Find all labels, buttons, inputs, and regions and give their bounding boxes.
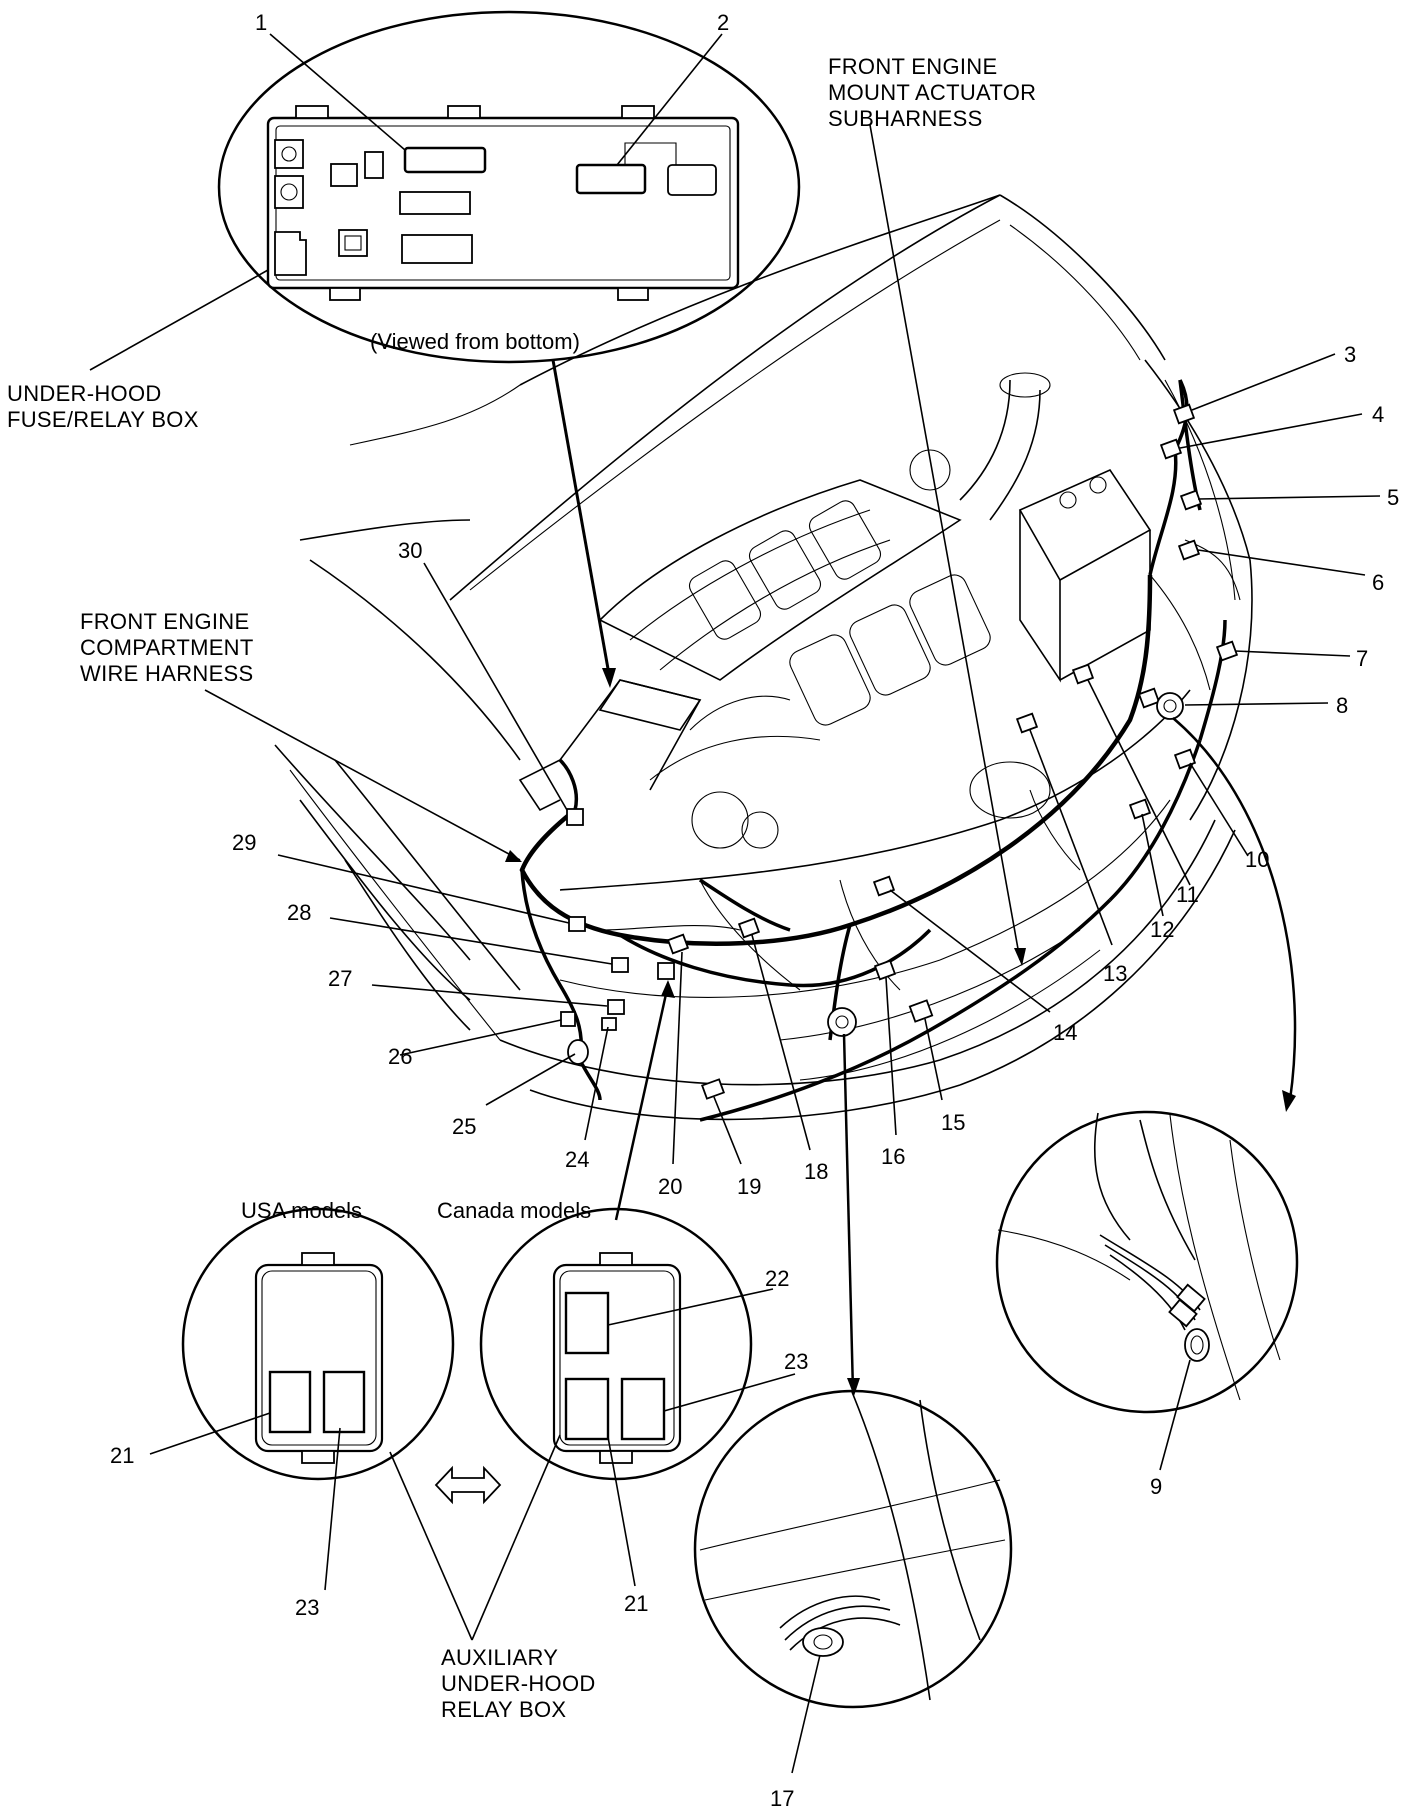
double-arrow-icon — [434, 1465, 502, 1505]
aux-relay-label-line2: UNDER-HOOD — [441, 1671, 596, 1696]
connector-6 — [1177, 539, 1201, 561]
connector-14 — [872, 875, 896, 897]
grommet-17-detail — [802, 1627, 844, 1657]
connector-26 — [560, 1011, 576, 1027]
callout-30: 30 — [398, 538, 422, 563]
connector-25 — [567, 1039, 589, 1065]
callout-11: 11 — [1176, 882, 1199, 907]
mount-subharness-label-line1: FRONT ENGINE — [828, 54, 997, 79]
callout-23-usa: 23 — [295, 1595, 319, 1620]
callout-21-usa: 21 — [110, 1443, 134, 1468]
grommet-9 — [1184, 1328, 1210, 1362]
grommet-17 — [827, 1007, 857, 1037]
compartment-harness-label-line1: FRONT ENGINE — [80, 609, 249, 634]
callout-27: 27 — [328, 966, 352, 991]
aux-relay-label-line1: AUXILIARY — [441, 1645, 558, 1670]
connector-11 — [1071, 663, 1095, 685]
harness-connectors — [560, 403, 1239, 1100]
connector-19 — [700, 1078, 726, 1100]
callout-13: 13 — [1103, 961, 1127, 986]
callout-21-canada: 21 — [624, 1591, 648, 1616]
callout-19: 19 — [737, 1174, 761, 1199]
callout-8: 8 — [1336, 693, 1348, 718]
connector-5 — [1179, 489, 1203, 511]
connector-3 — [1172, 403, 1196, 425]
connector-1 — [403, 146, 487, 174]
compartment-harness-label-line3: WIRE HARNESS — [80, 661, 254, 686]
usa-models-label: USA models — [241, 1198, 362, 1223]
connector-29 — [568, 916, 586, 932]
callout-15: 15 — [941, 1110, 965, 1135]
callout-2: 2 — [717, 10, 729, 35]
canada-models-label: Canada models — [437, 1198, 591, 1223]
callout-26: 26 — [388, 1044, 412, 1069]
leader-lines — [89, 33, 1381, 1396]
aux-relay-leaders — [389, 1434, 561, 1641]
callout-1: 1 — [255, 10, 267, 35]
callout-9: 9 — [1150, 1474, 1162, 1499]
callout-24: 24 — [565, 1147, 589, 1172]
connector-7 — [1215, 640, 1239, 662]
connector-8 — [1137, 687, 1161, 709]
callout-28: 28 — [287, 900, 311, 925]
callout-5: 5 — [1387, 485, 1399, 510]
connector-12 — [1128, 798, 1152, 820]
callout-16: 16 — [881, 1144, 905, 1169]
grommet-8 — [1156, 692, 1184, 720]
aux-relay-label-line3: RELAY BOX — [441, 1697, 566, 1722]
connector-2 — [575, 163, 647, 195]
connector-27 — [607, 999, 625, 1015]
callout-23-canada: 23 — [784, 1349, 808, 1374]
usa-relay-box-detail — [149, 1207, 455, 1591]
connector-4 — [1159, 438, 1183, 460]
canada-relay-box-detail — [479, 1207, 796, 1587]
mount-subharness-label-line3: SUBHARNESS — [828, 106, 983, 131]
connector-24 — [601, 1017, 617, 1031]
compartment-harness-label-line2: COMPARTMENT — [80, 635, 254, 660]
fuse-box-label-line1: UNDER-HOOD — [7, 381, 162, 406]
connector-28 — [611, 957, 629, 973]
connector-aux — [657, 962, 675, 980]
callout-14: 14 — [1053, 1020, 1077, 1045]
connector-20 — [666, 933, 690, 955]
callout-7: 7 — [1356, 646, 1368, 671]
text-labels: UNDER-HOOD FUSE/RELAY BOX FRONT ENGINE M… — [7, 54, 1036, 1722]
callout-numbers: 1 2 3 4 5 6 7 8 9 10 11 12 13 14 15 16 1… — [110, 10, 1399, 1811]
relay-23-usa — [322, 1370, 366, 1434]
relay-23-canada — [620, 1377, 666, 1441]
callout-22: 22 — [765, 1266, 789, 1291]
callout-6: 6 — [1372, 570, 1384, 595]
fuse-box-label-line2: FUSE/RELAY BOX — [7, 407, 199, 432]
connector-13 — [1015, 712, 1039, 734]
relay-21-canada — [564, 1377, 610, 1441]
callout-3: 3 — [1344, 342, 1356, 367]
wire-harness — [519, 379, 1241, 1122]
callout-17: 17 — [770, 1786, 794, 1811]
callout-10: 10 — [1245, 847, 1269, 872]
callout-25: 25 — [452, 1114, 476, 1139]
engine-components — [598, 372, 1152, 849]
relay-21-usa — [268, 1370, 312, 1434]
connector-15 — [908, 999, 934, 1023]
connector-16 — [873, 959, 897, 981]
callout-29: 29 — [232, 830, 256, 855]
callout-4: 4 — [1372, 402, 1384, 427]
connector-18 — [737, 917, 761, 939]
detail-circle-17 — [693, 1389, 1013, 1774]
vehicle-body-outline — [274, 194, 1253, 1121]
viewed-from-bottom-caption: (Viewed from bottom) — [370, 329, 580, 354]
callout-18: 18 — [804, 1159, 828, 1184]
callout-20: 20 — [658, 1174, 682, 1199]
detail-circle-9 — [995, 1110, 1299, 1471]
callout-12: 12 — [1150, 917, 1174, 942]
fuse-box-in-bay — [518, 679, 702, 812]
relay-22 — [564, 1291, 610, 1355]
connector-30 — [566, 808, 584, 826]
mount-subharness-label-line2: MOUNT ACTUATOR — [828, 80, 1036, 105]
